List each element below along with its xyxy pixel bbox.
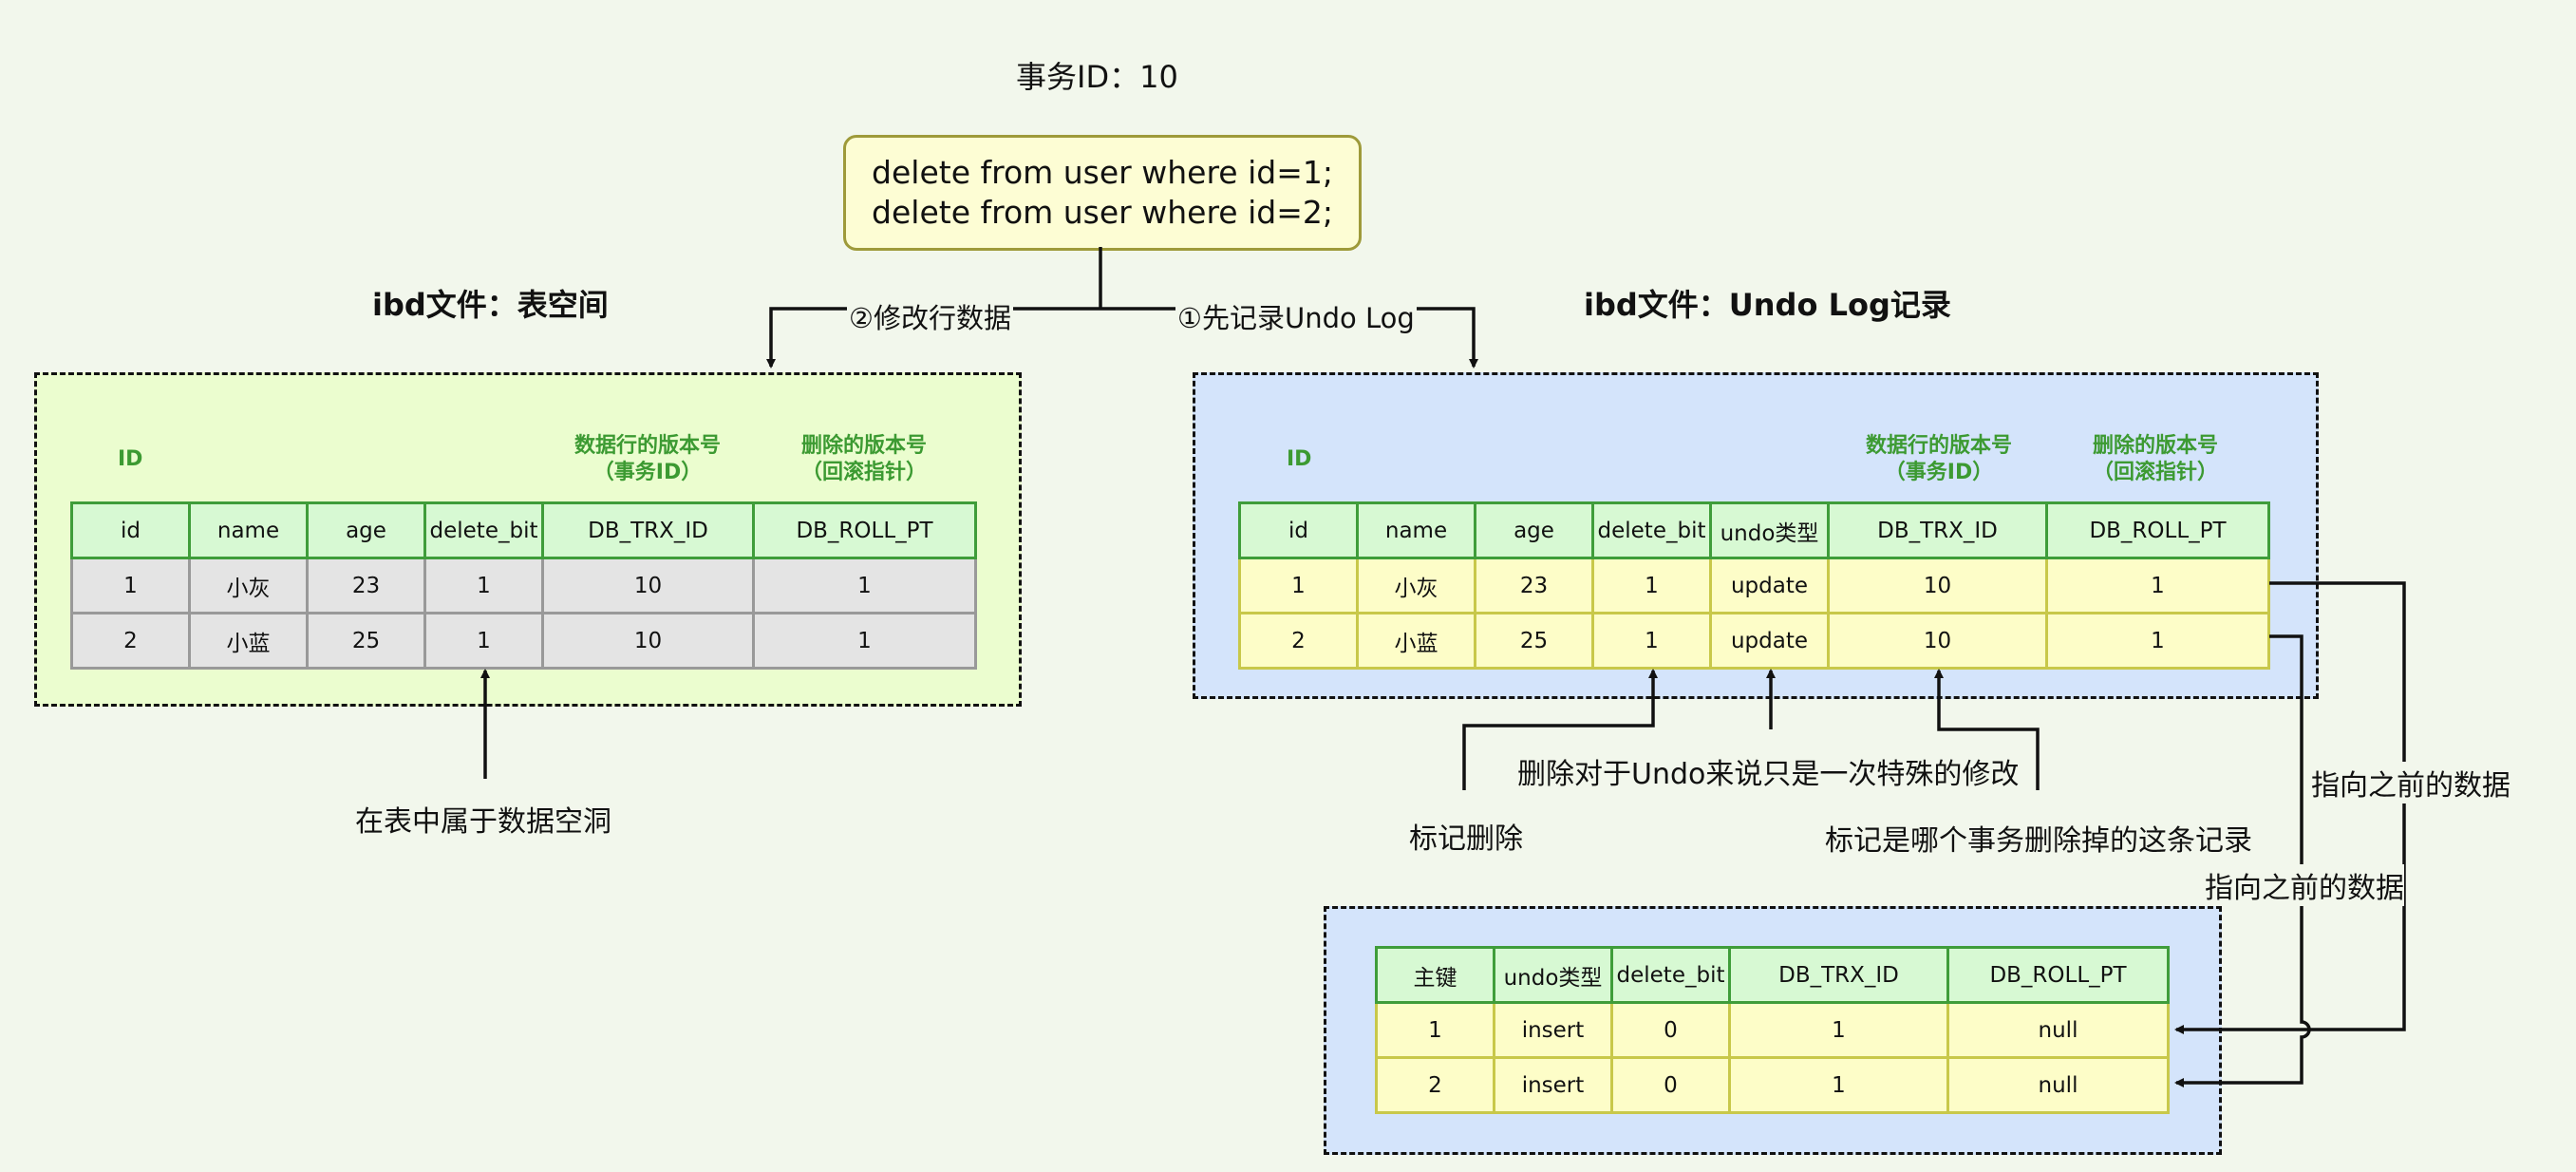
- column-header: id: [70, 501, 191, 559]
- table-cell: 1: [1375, 1001, 1495, 1059]
- table-cell: 10: [541, 612, 755, 670]
- table-cell: 10: [1827, 557, 2048, 614]
- trx-note-line-1: 数据行的版本号: [573, 434, 721, 458]
- table-row: 2 小蓝 25 1 10 1: [70, 612, 977, 670]
- undo-log-table: id name age delete_bit undo类型 DB_TRX_ID …: [1238, 501, 2270, 670]
- table-cell: 2: [70, 612, 191, 670]
- column-header: id: [1238, 501, 1359, 559]
- tablespace-table: id name age delete_bit DB_TRX_ID DB_ROLL…: [70, 501, 977, 670]
- table-cell: 1: [752, 612, 977, 670]
- column-header: DB_ROLL_PT: [752, 501, 977, 559]
- table-cell: 10: [1827, 612, 2048, 670]
- arrow-mark-delete: [1462, 669, 1658, 790]
- table-cell: 1: [1238, 557, 1359, 614]
- sql-line-2: delete from user where id=2;: [872, 194, 1333, 231]
- table-cell: 1: [2045, 612, 2270, 670]
- column-header: delete_bit: [423, 501, 544, 559]
- table-cell: 2: [1238, 612, 1359, 670]
- table-cell: 小灰: [1356, 557, 1476, 614]
- column-header: name: [1356, 501, 1476, 559]
- table-cell: update: [1709, 557, 1830, 614]
- points-prev-note-1: 指向之前的数据: [2311, 762, 2510, 803]
- table-cell: 2: [1375, 1056, 1495, 1114]
- column-header: age: [1474, 501, 1594, 559]
- column-header: name: [188, 501, 309, 559]
- table-cell: 25: [306, 612, 426, 670]
- table-cell: 1: [1591, 612, 1712, 670]
- data-hole-note: 在表中属于数据空洞: [355, 805, 611, 839]
- table-cell: 1: [1728, 1056, 1949, 1114]
- id-note: ID: [1287, 447, 1312, 471]
- roll-note-line-1: 删除的版本号: [800, 434, 927, 458]
- table-cell: 1: [752, 557, 977, 614]
- table-cell: 1: [423, 612, 544, 670]
- table-header-row: id name age delete_bit DB_TRX_ID DB_ROLL…: [70, 501, 977, 559]
- table-row: 1 小灰 23 1 10 1: [70, 557, 977, 614]
- record-undo-label: ①先记录Undo Log: [1175, 296, 1417, 336]
- column-header: undo类型: [1709, 501, 1830, 559]
- table-header-row: id name age delete_bit undo类型 DB_TRX_ID …: [1238, 501, 2270, 559]
- table-header-row: 主键 undo类型 delete_bit DB_TRX_ID DB_ROLL_P…: [1375, 946, 2170, 1004]
- table-row: 1 insert 0 1 null: [1375, 1001, 2170, 1059]
- sql-line-1: delete from user where id=1;: [872, 154, 1333, 191]
- table-cell: 1: [70, 557, 191, 614]
- roll-pointer-row-1: [2174, 581, 2406, 1034]
- undo-special-note: 删除对于Undo来说只是一次特殊的修改: [1517, 758, 2020, 791]
- table-cell: 1: [1728, 1001, 1949, 1059]
- table-cell: 小灰: [188, 557, 309, 614]
- left-panel-title: ibd文件：表空间: [372, 287, 609, 323]
- table-cell: insert: [1493, 1056, 1613, 1114]
- table-cell: null: [1946, 1056, 2170, 1114]
- mark-delete-note: 标记删除: [1409, 822, 1523, 856]
- column-header: DB_ROLL_PT: [2045, 501, 2270, 559]
- roll-note-line-1: 删除的版本号: [2092, 434, 2218, 458]
- table-cell: 小蓝: [1356, 612, 1476, 670]
- id-note: ID: [118, 447, 143, 471]
- column-header: DB_TRX_ID: [541, 501, 755, 559]
- column-header: DB_TRX_ID: [1827, 501, 2048, 559]
- table-cell: 23: [1474, 557, 1594, 614]
- table-cell: 1: [423, 557, 544, 614]
- table-cell: 10: [541, 557, 755, 614]
- prior-undo-table: 主键 undo类型 delete_bit DB_TRX_ID DB_ROLL_P…: [1375, 946, 2170, 1114]
- which-trx-note: 标记是哪个事务删除掉的这条记录: [1825, 824, 2252, 858]
- column-header: delete_bit: [1610, 946, 1731, 1004]
- table-cell: 0: [1610, 1001, 1731, 1059]
- trx-note: 数据行的版本号 （事务ID）: [543, 433, 752, 486]
- column-header: age: [306, 501, 426, 559]
- table-cell: 25: [1474, 612, 1594, 670]
- trx-note-line-2: （事务ID）: [592, 461, 703, 484]
- column-header: DB_TRX_ID: [1728, 946, 1949, 1004]
- points-prev-note-2: 指向之前的数据: [2205, 864, 2404, 906]
- roll-note: 删除的版本号 （回滚指针）: [760, 433, 968, 486]
- table-cell: update: [1709, 612, 1830, 670]
- table-cell: 1: [1591, 557, 1712, 614]
- table-row: 2 小蓝 25 1 update 10 1: [1238, 612, 2270, 670]
- right-panel-title: ibd文件：Undo Log记录: [1584, 287, 1951, 323]
- column-header: delete_bit: [1591, 501, 1712, 559]
- trx-note-line-2: （事务ID）: [1884, 461, 1994, 484]
- roll-note-line-2: （回滚指针）: [800, 461, 927, 484]
- roll-note-line-2: （回滚指针）: [2092, 461, 2218, 484]
- table-cell: insert: [1493, 1001, 1613, 1059]
- table-cell: 小蓝: [188, 612, 309, 670]
- table-cell: null: [1946, 1001, 2170, 1059]
- roll-note: 删除的版本号 （回滚指针）: [2051, 433, 2260, 486]
- table-row: 2 insert 0 1 null: [1375, 1056, 2170, 1114]
- column-header: DB_ROLL_PT: [1946, 946, 2170, 1004]
- column-header: undo类型: [1493, 946, 1613, 1004]
- trx-note: 数据行的版本号 （事务ID）: [1834, 433, 2043, 486]
- trx-note-line-1: 数据行的版本号: [1865, 434, 2012, 458]
- transaction-title: 事务ID：10: [1016, 59, 1178, 95]
- table-cell: 1: [2045, 557, 2270, 614]
- column-header: 主键: [1375, 946, 1495, 1004]
- table-row: 1 小灰 23 1 update 10 1: [1238, 557, 2270, 614]
- sql-box: delete from user where id=1; delete from…: [843, 135, 1362, 251]
- table-cell: 0: [1610, 1056, 1731, 1114]
- roll-pointer-row-2: [2174, 634, 2311, 1087]
- arrow-trx-id: [1934, 669, 2040, 790]
- table-cell: 23: [306, 557, 426, 614]
- modify-row-label: ②修改行数据: [847, 296, 1013, 336]
